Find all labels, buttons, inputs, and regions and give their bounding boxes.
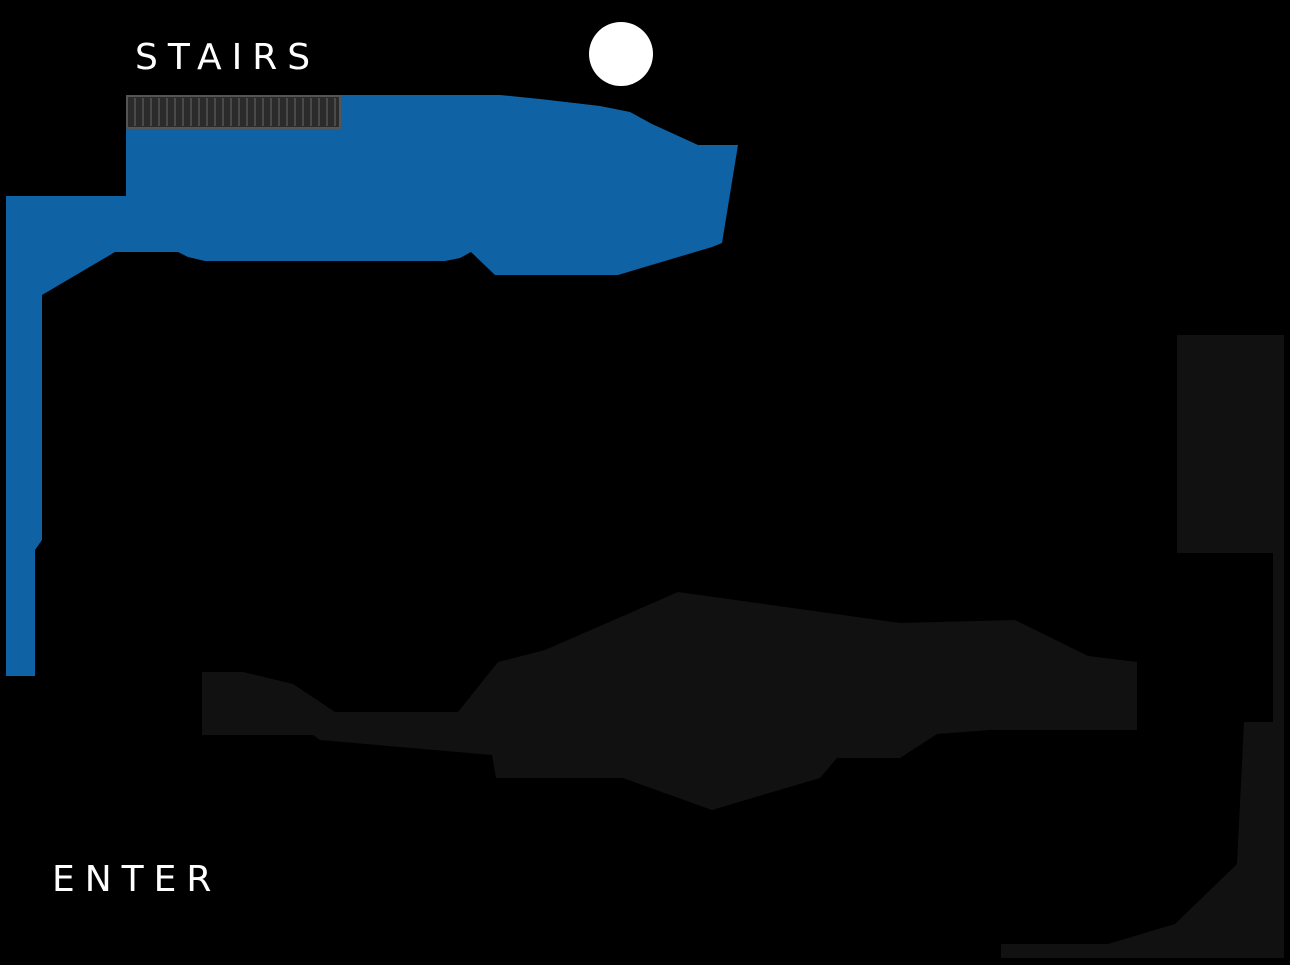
stairs-steps	[134, 98, 336, 126]
explored-room-upper	[6, 95, 738, 676]
enter-label: ENTER	[52, 859, 222, 900]
player-position-marker	[589, 22, 653, 86]
unexplored-region-center	[202, 592, 1137, 810]
stairs-block	[126, 95, 341, 129]
stairs-label: STAIRS	[135, 37, 321, 78]
unexplored-region-right	[1001, 335, 1284, 958]
